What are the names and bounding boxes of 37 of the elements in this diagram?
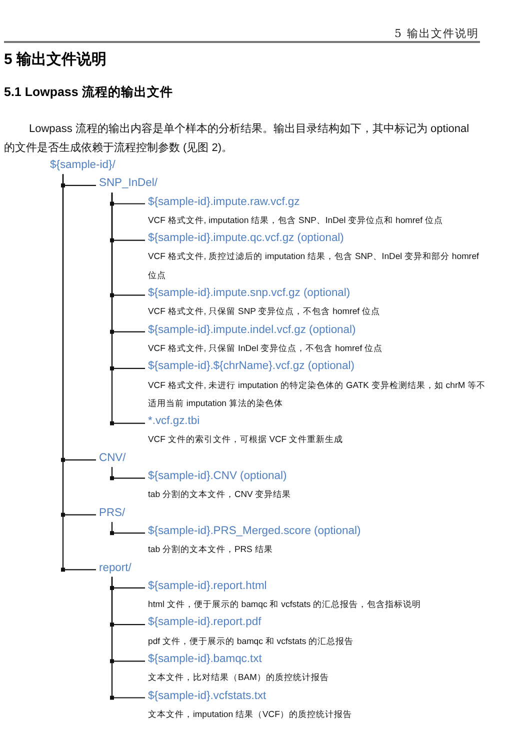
file-name: ${sample-id}.impute.indel.vcf.gz (optional) bbox=[148, 322, 356, 338]
file-name: ${sample-id}.impute.snp.vcf.gz (optional) bbox=[148, 286, 350, 302]
tree-branch bbox=[111, 467, 145, 479]
file-name: ${sample-id}.vcfstats.txt bbox=[148, 688, 266, 704]
file-name: ${sample-id}.CNV (optional) bbox=[148, 469, 287, 484]
file-name: ${sample-id}.report.pdf bbox=[148, 615, 262, 630]
paragraph: Lowpass 流程的输出内容是单个样本的分析结果。输出目录结构如下，其中标记为 optional 的文件是否生成依赖于流程控制参数 (见图 2)。 bbox=[4, 122, 470, 156]
folder-name: report/ bbox=[99, 560, 132, 576]
tree-branch bbox=[111, 522, 145, 534]
file-description: 文本文件，imputation 结果（VCF）的质控统计报告 bbox=[148, 708, 353, 721]
file-name: ${sample-id}.impute.qc.vcf.gz (optional) bbox=[148, 231, 344, 246]
chapter-title: 5 输出文件说明 bbox=[4, 50, 107, 69]
file-description: VCF 格式文件, 只保留 SNP 变异位点，不包含 homref 位点 bbox=[148, 305, 382, 318]
file-description: 文本文件，比对结果（BAM）的质控统计报告 bbox=[148, 671, 330, 684]
tree-branch bbox=[111, 192, 145, 424]
tree-branch bbox=[111, 576, 145, 698]
file-name: ${sample-id}.report.html bbox=[148, 578, 267, 594]
file-description: pdf 文件，便于展示的 bamqc 和 vcfstats 的汇总报告 bbox=[148, 634, 355, 648]
file-description: VCF 文件的索引文件，可根据 VCF 文件重新生成 bbox=[148, 433, 344, 446]
file-description: VCF 格式文件, imputation 结果，包含 SNP、InDel 变异位点和 homref 位点 bbox=[148, 214, 444, 227]
file-name: ${sample-id}.bamqc.txt bbox=[148, 652, 262, 668]
file-name: ${sample-id}.impute.raw.vcf.gz bbox=[148, 194, 300, 210]
file-name: ${sample-id}.${chrName}.vcf.gz (optional) bbox=[148, 359, 354, 374]
file-description: VCF 格式文件, 未进行 imputation 的特定染色体的 GATK 变异检测结果，如 chrM 等不适用当前 imputation 算法的染色体 bbox=[148, 378, 486, 410]
folder-name: ${sample-id}/ bbox=[50, 158, 116, 173]
folder-name: SNP_InDel/ bbox=[99, 176, 158, 192]
file-description: VCF 格式文件, 只保留 InDel 变异位点，不包含 homref 位点 bbox=[148, 342, 384, 355]
file-description: VCF 格式文件, 质控过滤后的 imputation 结果，包含 SNP、InDel 变异和部分 homref 位点 bbox=[148, 250, 480, 282]
file-description: tab 分割的文本文件，PRS 结果 bbox=[148, 543, 274, 556]
file-description: html 文件，便于展示的 bamqc 和 vcfstats 的汇总报告，包含指标说明 bbox=[148, 598, 422, 612]
file-name: *.vcf.gz.tbi bbox=[148, 414, 200, 430]
file-description: tab 分割的文本文件，CNV 变异结果 bbox=[148, 488, 292, 502]
folder-name: PRS/ bbox=[99, 506, 126, 521]
section-heading: 5.1 Lowpass 流程的输出文件 bbox=[4, 84, 173, 101]
running-header: 5 输出文件说明 bbox=[394, 26, 479, 41]
file-name: ${sample-id}.PRS_Merged.score (optional) bbox=[148, 524, 361, 539]
folder-name: CNV/ bbox=[99, 450, 126, 466]
